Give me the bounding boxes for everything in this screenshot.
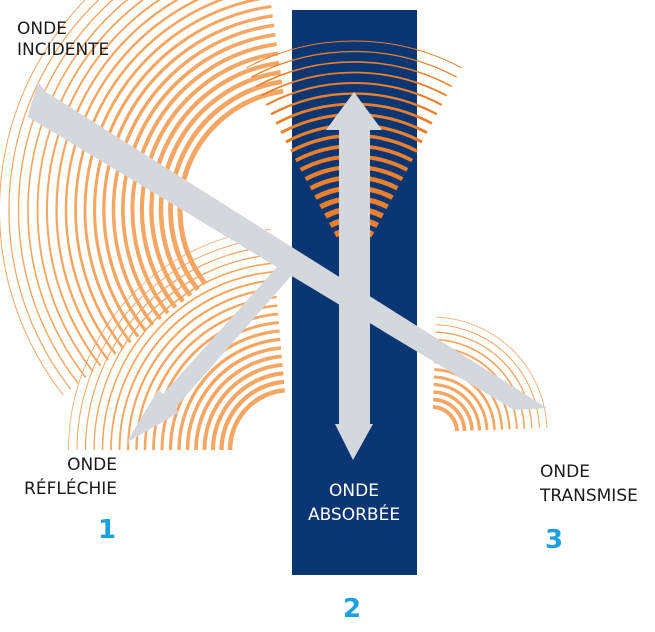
wave-arc — [246, 40, 462, 69]
wave-arc — [210, 371, 284, 451]
reflected-wave-arcs — [68, 228, 286, 451]
wave-arc — [227, 387, 286, 451]
wave-arc — [433, 382, 482, 431]
wave-arc — [251, 50, 457, 78]
wave-arc — [260, 71, 448, 97]
wave-arc — [101, 262, 274, 451]
wave-arc — [130, 42, 277, 315]
absorbed-label-line2: ABSORBÉE — [308, 503, 400, 525]
reflected-label-line1: ONDE — [67, 455, 117, 475]
wave-arc — [126, 287, 276, 451]
wave-arc — [76, 237, 272, 451]
absorbed-arrow-up — [326, 92, 382, 278]
wave-arc — [185, 346, 282, 451]
incident-label-line2: INCIDENTE — [17, 40, 109, 60]
transmitted-label-line1: ONDE — [540, 462, 590, 482]
wave-arc — [434, 368, 496, 430]
absorbed-number: 2 — [343, 594, 361, 624]
reflected-number: 1 — [98, 515, 116, 545]
wave-arc — [255, 61, 453, 87]
transmitted-label-line2: TRANSMISE — [539, 486, 638, 506]
wave-arc — [177, 88, 284, 286]
wave-arc — [432, 405, 459, 432]
wave-arc — [139, 51, 279, 309]
absorbed-arrow-down — [335, 278, 373, 460]
absorbed-label-line1: ONDE — [329, 481, 379, 501]
wave-arc — [149, 60, 280, 303]
wave-arc — [433, 390, 474, 431]
wave-arc — [168, 79, 283, 292]
reflected-label-line2: RÉFLÉCHIE — [24, 477, 117, 499]
wave-arc — [84, 245, 273, 451]
wave-arc — [110, 270, 275, 451]
incident-label-line1: ONDE — [17, 19, 67, 39]
transmitted-number: 3 — [545, 525, 563, 555]
reflected-arrow — [126, 267, 292, 443]
wave-arc — [158, 70, 282, 298]
wave-arc — [121, 32, 276, 321]
wave-arc — [111, 23, 275, 326]
wave-arc — [435, 338, 526, 429]
wave-arc — [0, 0, 86, 396]
wave-arc — [102, 14, 273, 332]
wave-arc — [219, 379, 285, 451]
wave-arc — [8, 0, 100, 390]
wave-arc — [432, 397, 467, 432]
wave-arc — [93, 254, 273, 451]
wave-arc — [265, 82, 443, 106]
wave-arc — [435, 316, 548, 429]
incident-transmitted-arrow — [26, 82, 547, 410]
wave-arc — [202, 362, 283, 451]
wave-arrows — [26, 82, 547, 460]
wave-arc — [194, 354, 282, 451]
wave-arc — [433, 375, 489, 431]
wave-arc — [68, 228, 271, 451]
wave-arc — [118, 279, 276, 451]
wave-arc — [177, 337, 281, 451]
